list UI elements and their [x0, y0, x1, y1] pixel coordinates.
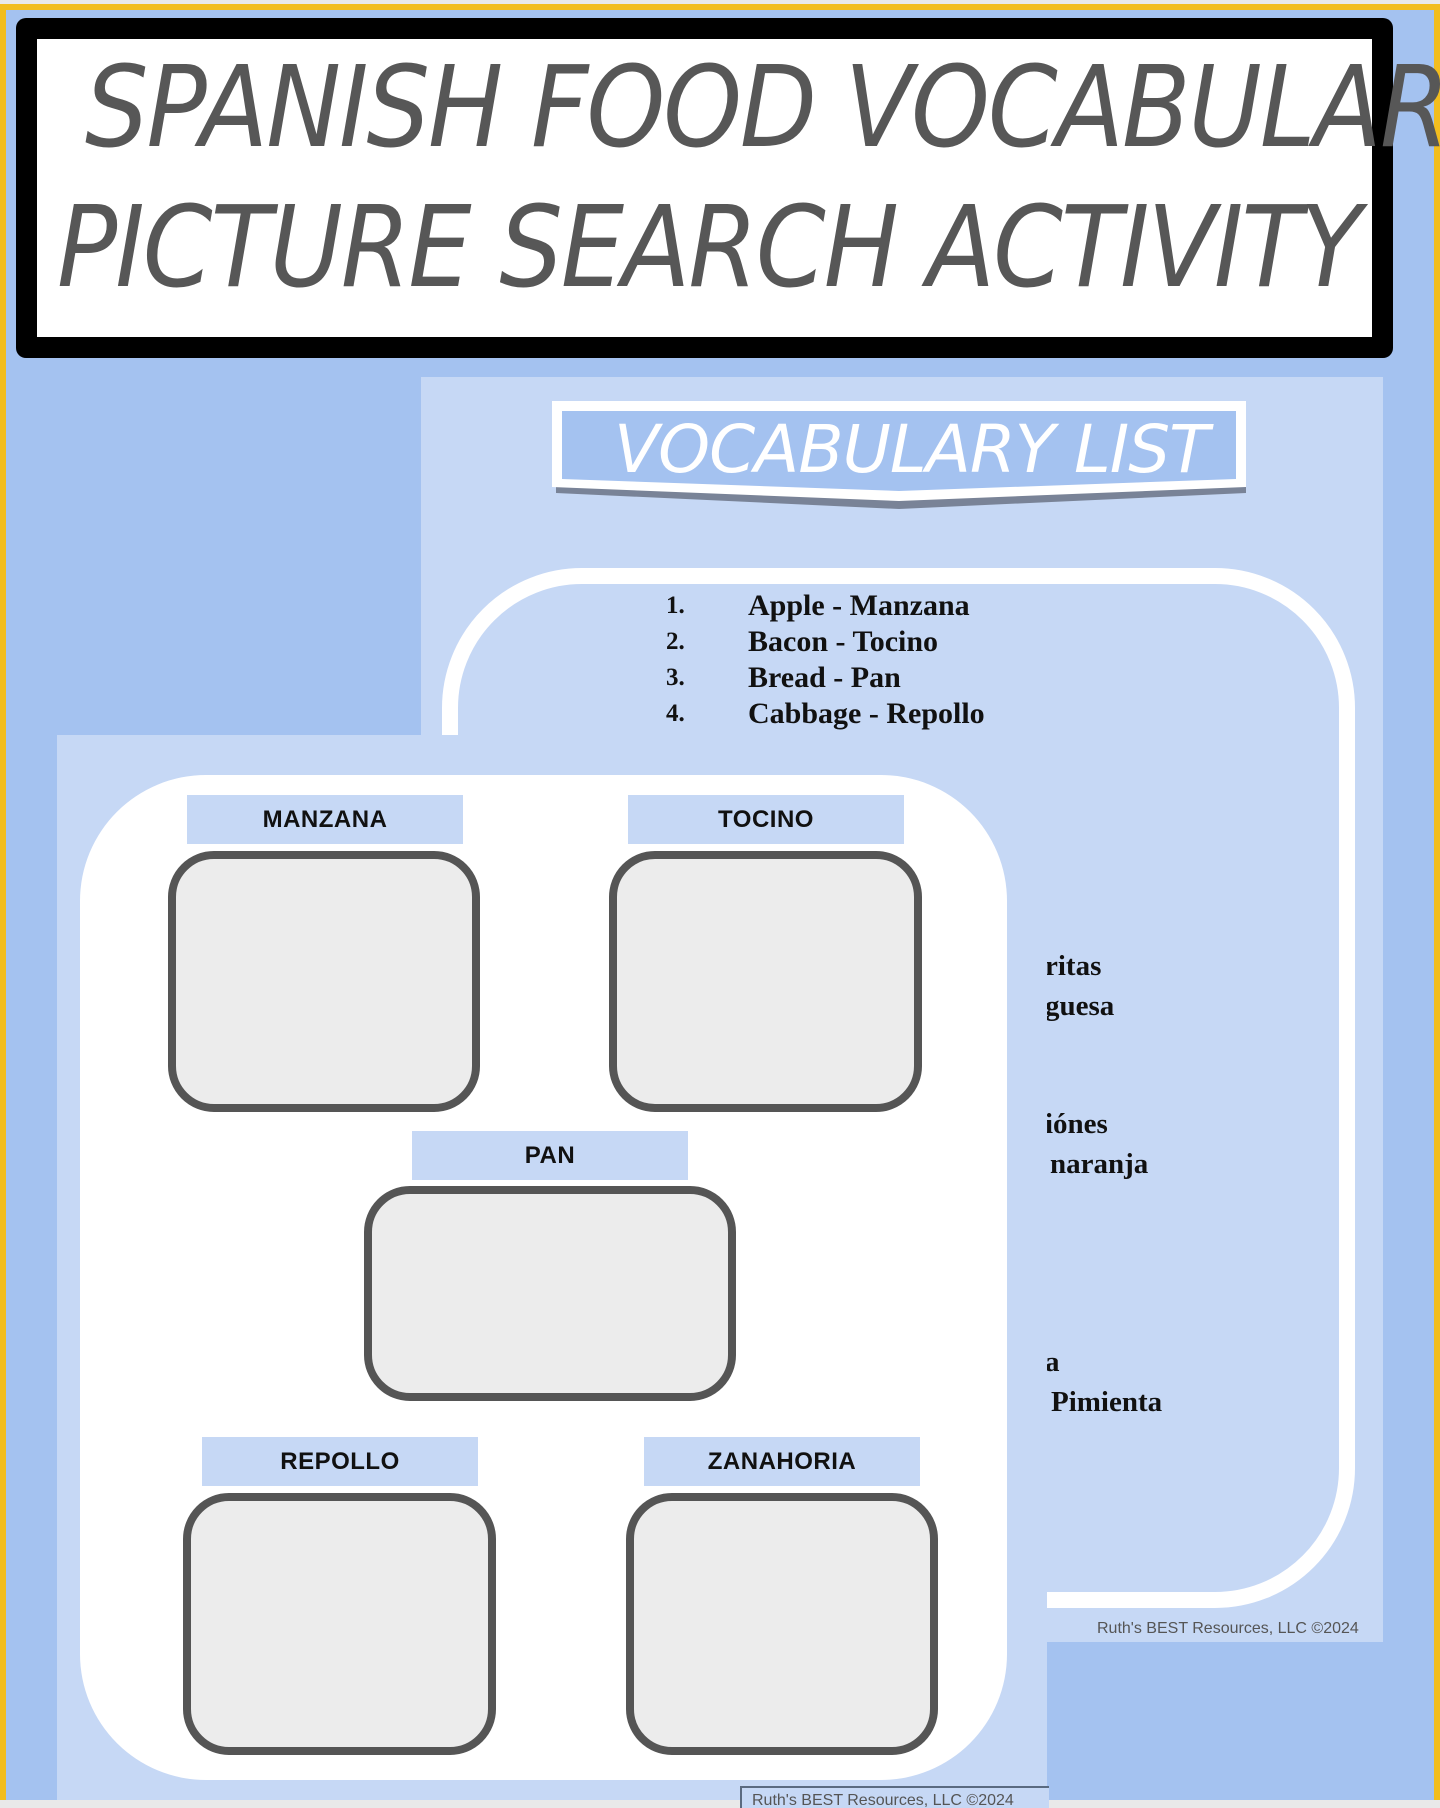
picture-box-tocino — [609, 851, 922, 1112]
vocab-fragment: a — [1045, 1346, 1060, 1378]
picture-box-manzana — [168, 851, 480, 1112]
vocab-fragment: ritas — [1045, 950, 1102, 982]
vocabulary-banner: VOCABULARY LIST — [552, 401, 1246, 509]
title-line-1: SPANISH FOOD VOCABULARY — [85, 41, 1440, 174]
title-box: SPANISH FOOD VOCABULARY PICTURE SEARCH A… — [16, 18, 1440, 358]
vocab-item: Bacon - Tocino — [748, 625, 939, 658]
title-line-2: PICTURE SEARCH ACTIVITY — [57, 181, 1362, 314]
label-pan: PAN — [412, 1131, 688, 1180]
label-tocino: TOCINO — [628, 795, 904, 844]
vocab-item: Cabbage - Repollo — [748, 697, 985, 730]
banner-title: VOCABULARY LIST — [614, 411, 1209, 488]
vocab-item: Bread - Pan — [748, 661, 901, 694]
item-number: 3. — [666, 664, 685, 691]
vocab-fragment: guesa — [1045, 990, 1115, 1022]
copyright-text: Ruth's BEST Resources, LLC ©2024 — [1097, 1620, 1359, 1637]
picture-box-pan — [364, 1186, 736, 1401]
label-zanahoria: ZANAHORIA — [644, 1437, 920, 1486]
item-number: 4. — [666, 700, 685, 727]
item-number: 2. — [666, 628, 685, 655]
picture-box-repollo — [183, 1493, 496, 1755]
activity-footer: Ruth's BEST Resources, LLC ©2024 — [740, 1786, 1049, 1808]
vocab-fragment: Pimienta — [1051, 1386, 1163, 1418]
picture-box-zanahoria — [626, 1493, 938, 1755]
vocab-item: Apple - Manzana — [748, 589, 970, 622]
activity-copyright: Ruth's BEST Resources, LLC ©2024 — [752, 1792, 1014, 1808]
label-manzana: MANZANA — [187, 795, 463, 844]
label-repollo: REPOLLO — [202, 1437, 478, 1486]
vocab-fragment: iónes — [1045, 1108, 1108, 1140]
item-number: 1. — [666, 592, 685, 619]
vocab-fragment: naranja — [1050, 1148, 1149, 1180]
